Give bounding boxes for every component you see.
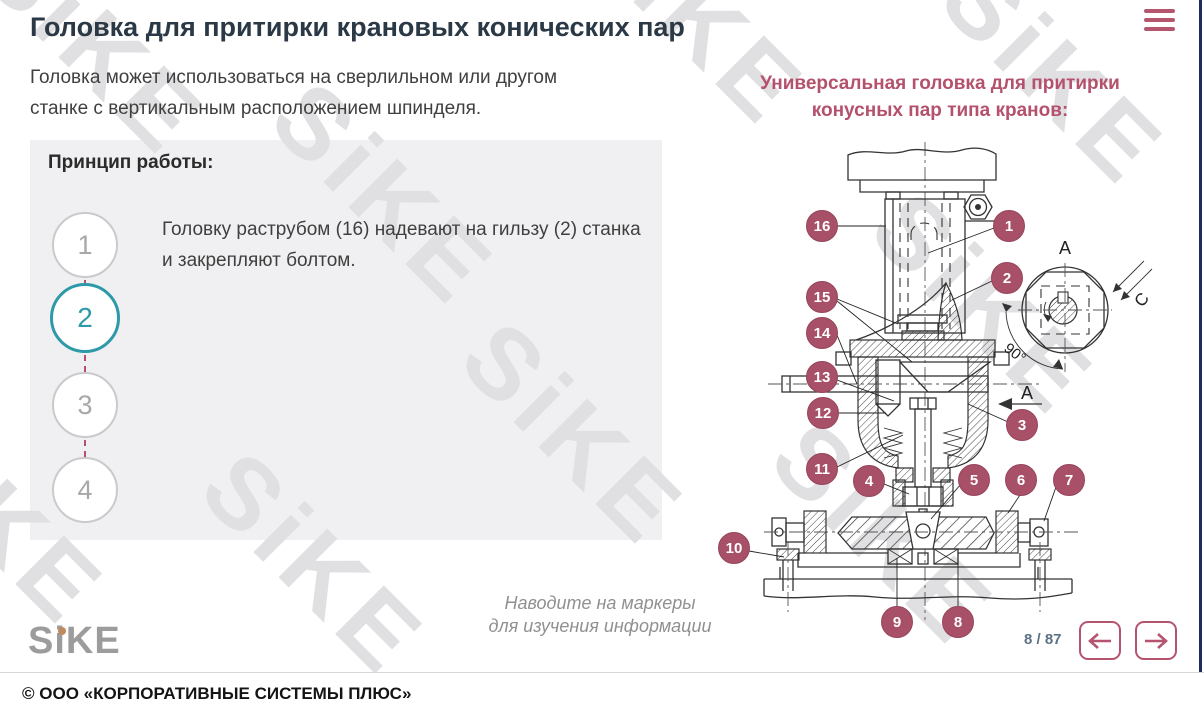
step-circle-1[interactable]: 1 (52, 212, 118, 278)
step-circle-2-active[interactable]: 2 (50, 283, 120, 353)
step-connector (84, 355, 86, 372)
principle-panel (30, 140, 662, 540)
step-connector (84, 440, 86, 457)
panel-title: Принцип работы: (48, 152, 214, 173)
step-circle-3[interactable]: 3 (52, 372, 118, 438)
hamburger-bar (1144, 9, 1175, 13)
page-title: Головка для притирки крановых конических… (30, 12, 685, 42)
figure-marker-15[interactable]: 15 (806, 281, 838, 313)
figure-marker-4[interactable]: 4 (853, 465, 885, 497)
hover-hint-line2: для изучения информации (488, 616, 712, 636)
step-circle-4[interactable]: 4 (52, 457, 118, 523)
footer: © ООО «КОРПОРАТИВНЫЕ СИСТЕМЫ ПЛЮС» (0, 672, 1204, 714)
step-connector (84, 280, 86, 285)
figure-caption-line2: конусных пар типа кранов: (811, 100, 1069, 121)
hamburger-bar (1144, 18, 1175, 22)
figure-marker-13[interactable]: 13 (806, 361, 838, 393)
hamburger-bar (1144, 27, 1175, 31)
hover-hint: Наводите на маркеры для изучения информа… (430, 592, 770, 638)
sike-logo-dot (58, 627, 66, 635)
figure-marker-10[interactable]: 10 (718, 532, 750, 564)
copyright-text: © ООО «КОРПОРАТИВНЫЕ СИСТЕМЫ ПЛЮС» (22, 684, 412, 703)
figure-marker-9[interactable]: 9 (881, 606, 913, 638)
figure-marker-11[interactable]: 11 (806, 453, 838, 485)
figure-marker-14[interactable]: 14 (806, 317, 838, 349)
figure-marker-12[interactable]: 12 (807, 397, 839, 429)
figure-marker-1[interactable]: 1 (993, 210, 1025, 242)
right-edge-border (1199, 0, 1202, 672)
drawing-linework (763, 142, 1153, 620)
figure-marker-7[interactable]: 7 (1053, 464, 1085, 496)
figure-marker-5[interactable]: 5 (958, 464, 990, 496)
angle-label: 90° (1001, 340, 1029, 367)
marker-leader-lines (748, 225, 1057, 607)
section-label-a-top: A (1059, 238, 1071, 258)
hamburger-menu-icon[interactable] (1144, 8, 1176, 34)
figure-marker-3[interactable]: 3 (1006, 409, 1038, 441)
dimension-c-label: C (1131, 289, 1153, 311)
intro-text: Головка может использоваться на сверлиль… (30, 67, 558, 119)
figure-marker-16[interactable]: 16 (806, 210, 838, 242)
prev-slide-button[interactable] (1079, 621, 1121, 660)
arrow-left-icon (1088, 632, 1111, 649)
figure-marker-6[interactable]: 6 (1005, 464, 1037, 496)
sike-logo: SiKE (28, 620, 121, 662)
arrow-right-icon (1145, 632, 1168, 649)
section-label-a-side: A (1021, 383, 1033, 403)
figure-marker-2[interactable]: 2 (991, 262, 1023, 294)
hover-hint-line1: Наводите на маркеры (504, 593, 696, 613)
page-indicator: 8 / 87 (1024, 631, 1062, 648)
figure-caption: Универсальная головка для притирки конус… (700, 70, 1180, 124)
figure-marker-8[interactable]: 8 (942, 606, 974, 638)
next-slide-button[interactable] (1135, 621, 1177, 660)
active-step-text: Головку раструбом (16) надевают на гильз… (162, 219, 641, 271)
figure-caption-line1: Универсальная головка для притирки (760, 73, 1120, 94)
